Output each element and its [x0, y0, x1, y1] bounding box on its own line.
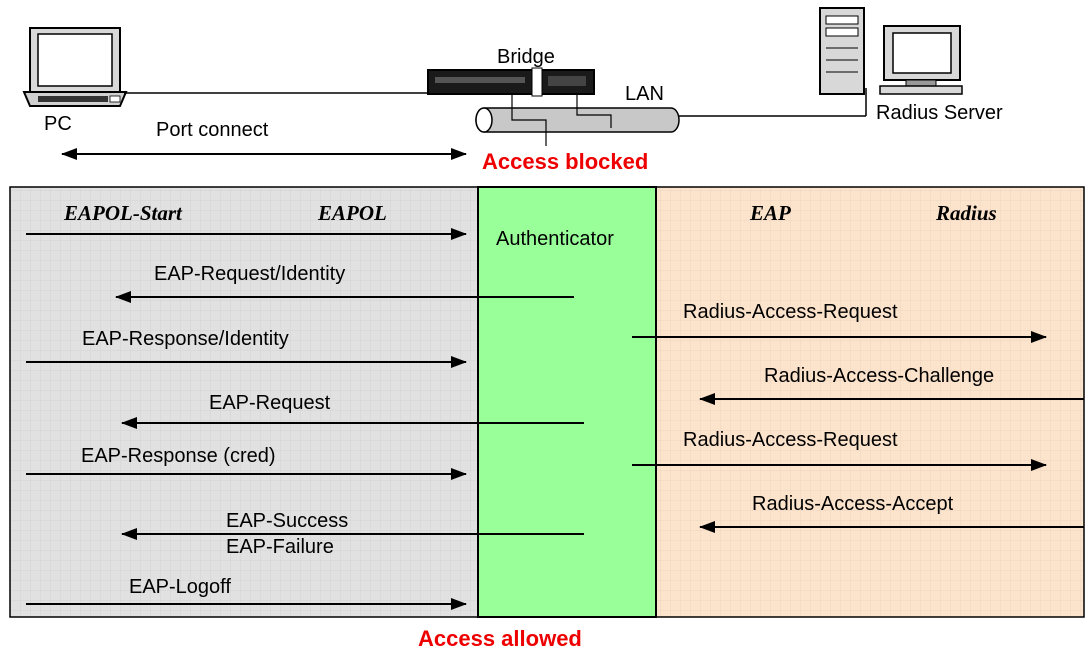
eap-response-cred-label: EAP-Response (cred) [81, 445, 276, 467]
eap-success-label: EAP-Success [226, 510, 348, 532]
eap-failure-label: EAP-Failure [226, 536, 334, 558]
eap-request-identity-label: EAP-Request/Identity [154, 263, 345, 285]
server-panel-grid [656, 187, 1084, 617]
lan-label: LAN [625, 83, 664, 105]
radius-server-label: Radius Server [876, 102, 1003, 124]
authenticator-label: Authenticator [496, 228, 614, 250]
access-blocked-label: Access blocked [482, 149, 648, 174]
radius-access-request-2-label: Radius-Access-Request [683, 429, 898, 451]
server-header-eap: EAP [749, 201, 791, 225]
bridge-label: Bridge [497, 46, 555, 68]
client-header-eapol-start: EAPOL-Start [63, 201, 183, 225]
server-header-radius: Radius [935, 201, 997, 225]
eap-logoff-label: EAP-Logoff [129, 576, 231, 598]
eap-response-identity-label: EAP-Response/Identity [82, 328, 289, 350]
eap-request-label: EAP-Request [209, 392, 331, 414]
radius-access-accept-label: Radius-Access-Accept [752, 493, 954, 515]
radius-server-icon [819, 7, 963, 95]
radius-access-challenge-label: Radius-Access-Challenge [764, 365, 994, 387]
bridge-icon [427, 67, 595, 97]
client-panel-grid [10, 187, 478, 617]
pc-label: PC [44, 113, 72, 135]
access-allowed-label: Access allowed [418, 626, 582, 651]
port-connect-label: Port connect [156, 119, 269, 141]
sequence-frame [9, 186, 1085, 618]
radius-access-request-1-label: Radius-Access-Request [683, 301, 898, 323]
laptop-pc-icon [22, 27, 128, 107]
authenticator-panel [477, 186, 657, 618]
lan-cable-icon [475, 88, 867, 146]
client-header-eapol: EAPOL [317, 201, 387, 225]
